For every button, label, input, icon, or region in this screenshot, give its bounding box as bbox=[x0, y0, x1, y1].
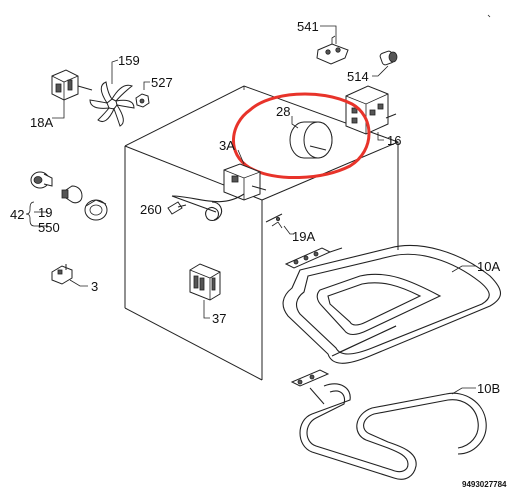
part-159-fan-blade[interactable] bbox=[89, 59, 135, 127]
part-16-selector-switch[interactable] bbox=[345, 85, 397, 141]
label-19: 19 bbox=[38, 205, 52, 220]
label-42: 42 bbox=[10, 207, 24, 222]
part-260-sensor[interactable] bbox=[167, 201, 187, 215]
part-19a-wire[interactable] bbox=[265, 213, 294, 235]
highlight-circle bbox=[232, 92, 371, 180]
part-3a-thermostat[interactable] bbox=[171, 149, 267, 222]
label-159: 159 bbox=[118, 53, 140, 68]
label-550: 550 bbox=[38, 220, 60, 235]
part-37-terminal-block[interactable] bbox=[189, 263, 221, 319]
label-514: 514 bbox=[347, 69, 369, 84]
oven-cavity bbox=[124, 14, 491, 381]
part-10a-top-element[interactable] bbox=[282, 142, 502, 364]
label-18a: 18A bbox=[30, 115, 53, 130]
label-541: 541 bbox=[297, 19, 319, 34]
part-42-lamp-assembly[interactable] bbox=[25, 171, 108, 227]
label-19a: 19A bbox=[292, 229, 315, 244]
part-514-connector[interactable] bbox=[372, 50, 398, 77]
label-3a: 3A bbox=[219, 138, 235, 153]
label-37: 37 bbox=[212, 311, 226, 326]
part-10b-bottom-element[interactable] bbox=[290, 369, 487, 480]
label-3: 3 bbox=[91, 279, 98, 294]
label-28: 28 bbox=[276, 104, 290, 119]
part-18a-fan-motor[interactable] bbox=[51, 69, 93, 119]
label-527: 527 bbox=[151, 75, 173, 90]
label-260: 260 bbox=[140, 202, 162, 217]
part-3-thermostat[interactable] bbox=[51, 264, 88, 287]
part-28-timer[interactable] bbox=[289, 116, 333, 159]
label-16: 16 bbox=[387, 133, 401, 148]
drawing-code: 9493027784 bbox=[462, 480, 507, 489]
part-527-nut[interactable] bbox=[135, 81, 150, 108]
part-541-terminal[interactable] bbox=[316, 25, 349, 65]
label-10b: 10B bbox=[477, 381, 500, 396]
label-10a: 10A bbox=[477, 259, 500, 274]
